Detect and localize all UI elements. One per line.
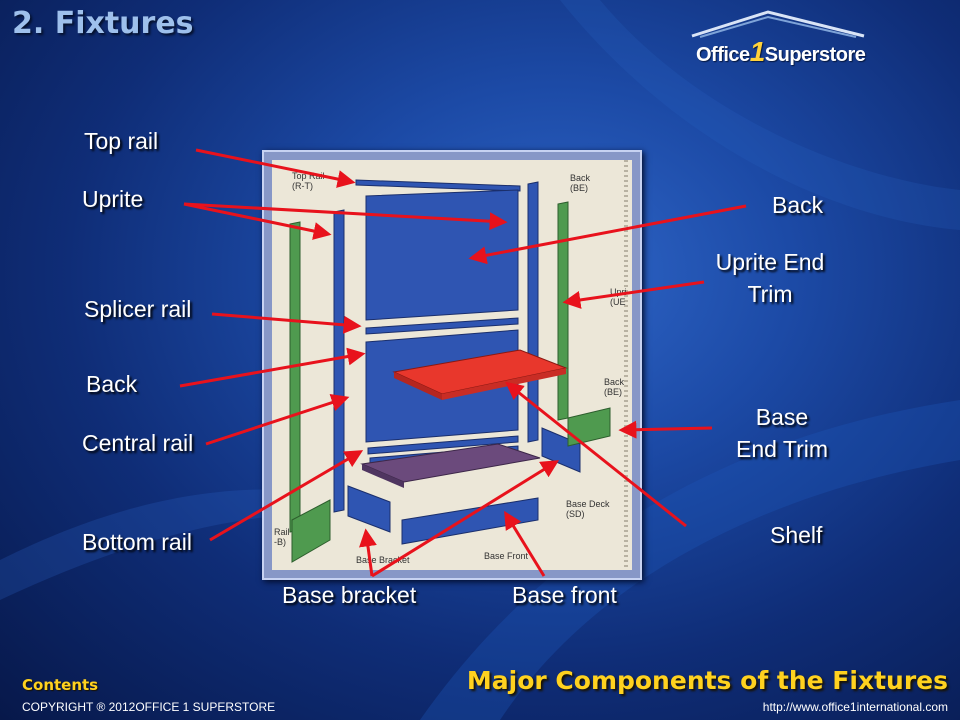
label-back-left: Back [86,371,138,397]
label-uprite-end-trim-line2: Trim [747,280,793,307]
part-right-upright [527,181,539,443]
picture-label-base-bracket: Base Bracket [356,555,410,565]
label-base-bracket: Base bracket [282,582,417,608]
picture-label-base-deck: Base Deck(SD) [566,499,610,519]
website-url: http://www.office1international.com [762,700,948,714]
copyright-text: COPYRIGHT ® 2012OFFICE 1 SUPERSTORE [22,700,276,714]
part-splicer-rail [365,317,519,335]
logo-text: Office1Superstore [696,36,866,68]
label-shelf: Shelf [770,522,823,548]
label-central-rail: Central rail [82,430,194,456]
logo-digit: 1 [749,36,766,67]
label-base-end-trim-line1: Base [755,404,809,430]
label-base-front: Base front [512,582,617,608]
part-shelf-front [394,372,442,400]
picture-label-back-be-2: Back(BE) [604,377,625,397]
label-back-right: Back [772,192,824,218]
part-base-bracket-left [347,485,391,533]
label-uprite-end-trim-line1: Uprite End [715,249,825,275]
label-splicer-rail: Splicer rail [84,296,192,322]
label-uprite: Uprite [82,186,144,212]
logo-roof-icon [691,10,865,38]
label-top-rail: Top rail [84,128,159,154]
label-base-end-trim-line2: End Trim [735,435,829,462]
part-right-base-end-trim [567,407,611,447]
footer-title: Major Components of the Fixtures [466,666,948,695]
part-top-rail [355,179,521,192]
slide-title: 2. Fixtures [12,6,194,41]
office1-logo: Office1Superstore [688,8,868,70]
part-back-upper [365,189,519,321]
fixture-picture-frame: Top Rail(R-T) Back(BE) Upri(UE Back(BE) … [262,150,642,580]
picture-label-base-front: Base Front [484,551,529,561]
picture-label-upright: Upri(UE [610,287,627,307]
part-left-upright [333,209,345,513]
contents-link[interactable]: Contents [22,676,99,694]
logo-word-office: Office [696,44,750,66]
logo-word-superstore: Superstore [764,44,866,66]
part-left-end-trim [289,221,301,533]
picture-label-back-be: Back(BE) [570,173,591,193]
part-shelf-lip [442,368,566,400]
fixture-exploded-view: Top Rail(R-T) Back(BE) Upri(UE Back(BE) … [272,160,632,570]
picture-label-top-rail: Top Rail(R-T) [292,171,325,191]
part-right-end-trim [557,201,569,421]
part-base-front [401,497,539,545]
picture-label-rail: Rail-B) [274,527,290,547]
label-bottom-rail: Bottom rail [82,529,192,555]
